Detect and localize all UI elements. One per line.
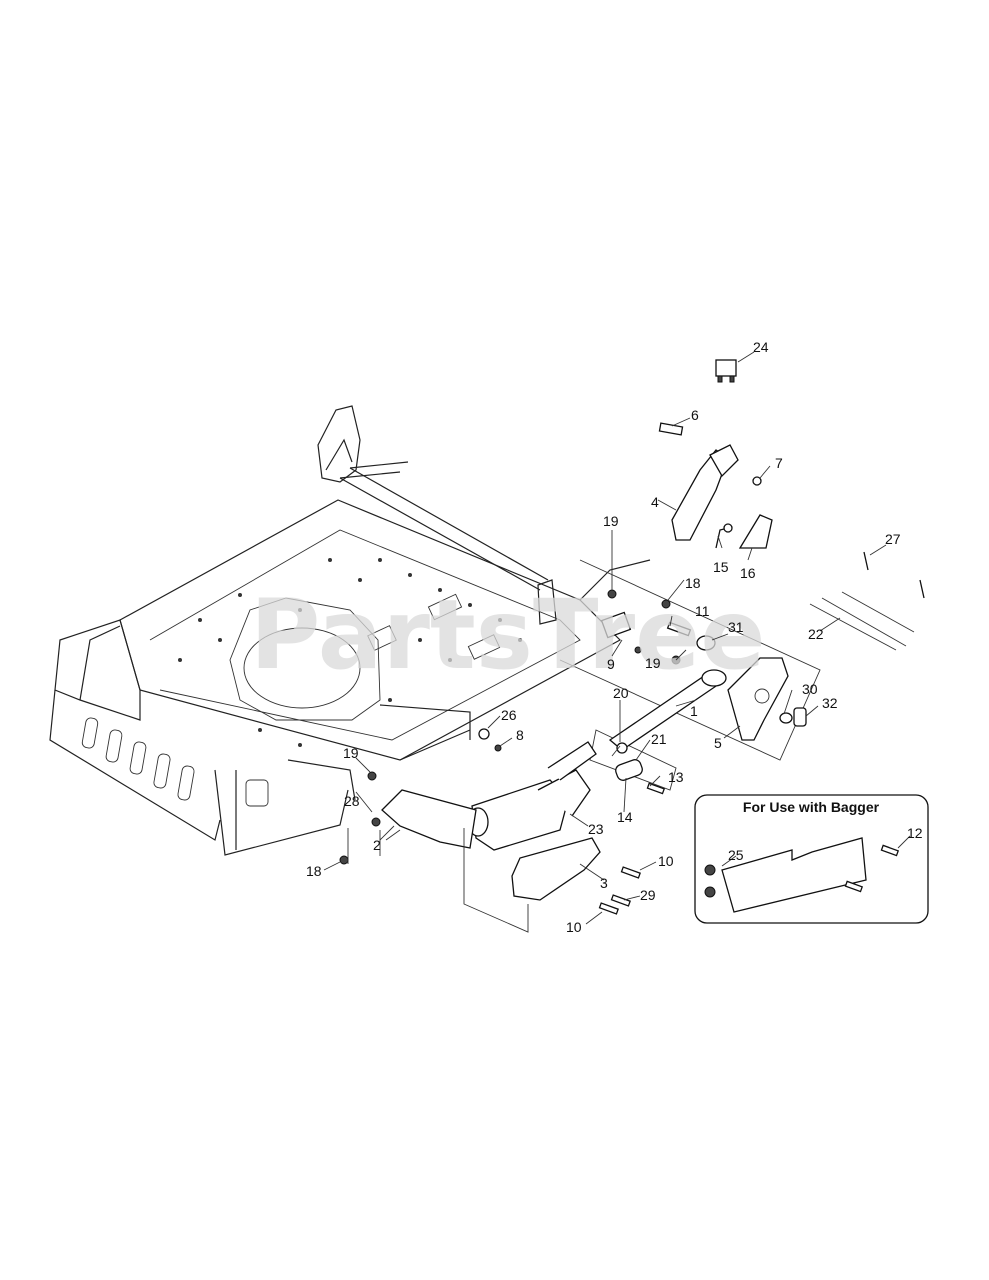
callout-4: 4 <box>651 494 659 510</box>
part-8-screw <box>494 744 502 752</box>
callout-labels: 24 6 7 4 15 16 19 18 11 31 9 19 20 22 27… <box>306 339 923 935</box>
part-32-knob <box>793 707 807 727</box>
part-23-actuator <box>471 779 569 851</box>
actuator-assembly <box>339 728 641 933</box>
callout-9: 9 <box>607 656 615 672</box>
callout-29: 29 <box>640 887 656 903</box>
callout-26: 26 <box>501 707 517 723</box>
callout-7: 7 <box>775 455 783 471</box>
part-7-nut <box>752 476 762 486</box>
part-18-nut <box>661 599 671 609</box>
callout-27: 27 <box>885 531 901 547</box>
part-31-washer <box>696 635 716 651</box>
inset-title: For Use with Bagger <box>743 799 880 815</box>
part-11-pin <box>666 621 692 637</box>
callout-19-left: 19 <box>343 745 359 761</box>
rivet-dots <box>178 558 522 747</box>
callout-6: 6 <box>691 407 699 423</box>
louvre-slots <box>81 717 195 801</box>
part-28-nut <box>371 817 381 827</box>
part-30-washer <box>779 712 793 724</box>
part-2-bracket <box>381 789 477 849</box>
callout-19-mid: 19 <box>645 655 661 671</box>
callout-32: 32 <box>822 695 838 711</box>
part-24-relay <box>715 359 737 377</box>
callout-24: 24 <box>753 339 769 355</box>
lift-linkage <box>559 359 925 795</box>
callout-22: 22 <box>808 626 824 642</box>
mower-deck-frame <box>49 405 651 856</box>
watermark: PartsTree <box>250 579 765 691</box>
callout-10-right: 10 <box>658 853 674 869</box>
callout-19-top: 19 <box>603 513 619 529</box>
callout-1: 1 <box>690 703 698 719</box>
callout-5: 5 <box>714 735 722 751</box>
callout-21: 21 <box>651 731 667 747</box>
callout-14: 14 <box>617 809 633 825</box>
callout-3: 3 <box>600 875 608 891</box>
callout-16: 16 <box>740 565 756 581</box>
part-22-cable-ties <box>809 591 915 651</box>
part-12-bolt <box>880 844 900 857</box>
part-20-nut <box>616 742 628 754</box>
part-13-bolt <box>646 782 666 795</box>
callout-18-right: 18 <box>685 575 701 591</box>
callout-23: 23 <box>588 821 604 837</box>
callout-18-left: 18 <box>306 863 322 879</box>
callout-31: 31 <box>728 619 744 635</box>
bagger-inset: For Use with Bagger <box>694 794 929 924</box>
callout-25: 25 <box>728 847 744 863</box>
callout-12: 12 <box>907 825 923 841</box>
part-5-lift-plate <box>727 657 789 741</box>
part-6-pin <box>658 422 684 436</box>
part-26-bushing <box>478 728 490 740</box>
part-10-bolt <box>620 866 641 879</box>
callout-8: 8 <box>516 727 524 743</box>
callout-2: 2 <box>373 837 381 853</box>
callout-30: 30 <box>802 681 818 697</box>
part-29-bolt <box>610 894 631 907</box>
callout-15: 15 <box>713 559 729 575</box>
callout-20: 20 <box>613 685 629 701</box>
leader-lines <box>323 351 911 925</box>
part-27-screw <box>863 551 869 571</box>
part-14-bushing <box>615 759 643 781</box>
callout-13: 13 <box>668 769 684 785</box>
part-25-plate <box>721 837 867 913</box>
callout-10-bottom: 10 <box>566 919 582 935</box>
part-3-bracket <box>511 837 601 901</box>
callout-28: 28 <box>344 793 360 809</box>
part-16-cam <box>738 514 773 549</box>
callout-11: 11 <box>695 603 710 619</box>
